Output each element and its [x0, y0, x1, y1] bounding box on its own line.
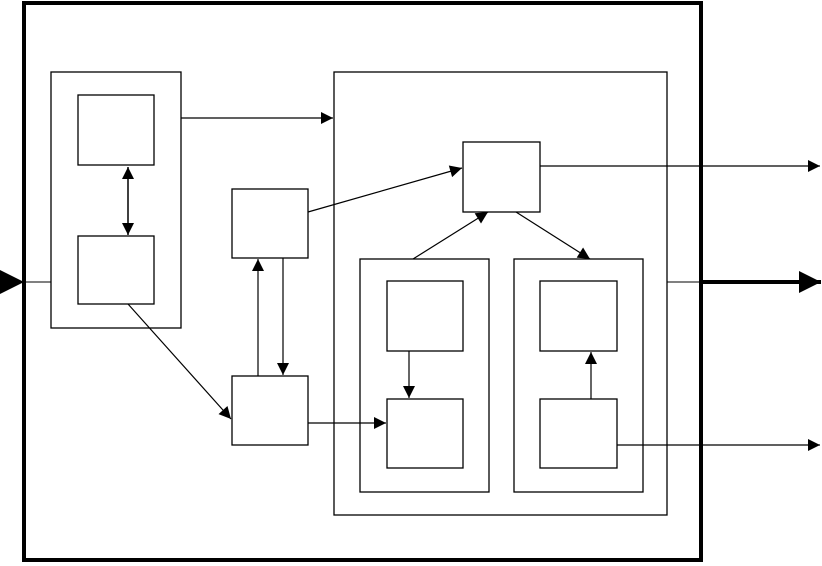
sub1-top-block	[386, 280, 464, 352]
input-arrowhead	[0, 270, 24, 294]
middle-bottom-block	[231, 375, 309, 446]
left-top-block	[77, 94, 155, 166]
arrow-right-top-to-subgroup2	[515, 211, 591, 260]
sub2-bottom-block	[539, 398, 618, 469]
middle-top-block	[231, 188, 309, 259]
arrow-middle-top-to-right-top	[307, 165, 463, 213]
sub2-top-block	[539, 280, 618, 352]
sub1-bottom-block	[386, 398, 464, 469]
arrow-left-bottom-to-middle-bottom	[127, 303, 232, 420]
left-bottom-block	[77, 235, 155, 305]
arrow-subgroup1-to-right-top	[412, 211, 489, 260]
right-top-block	[462, 141, 541, 213]
